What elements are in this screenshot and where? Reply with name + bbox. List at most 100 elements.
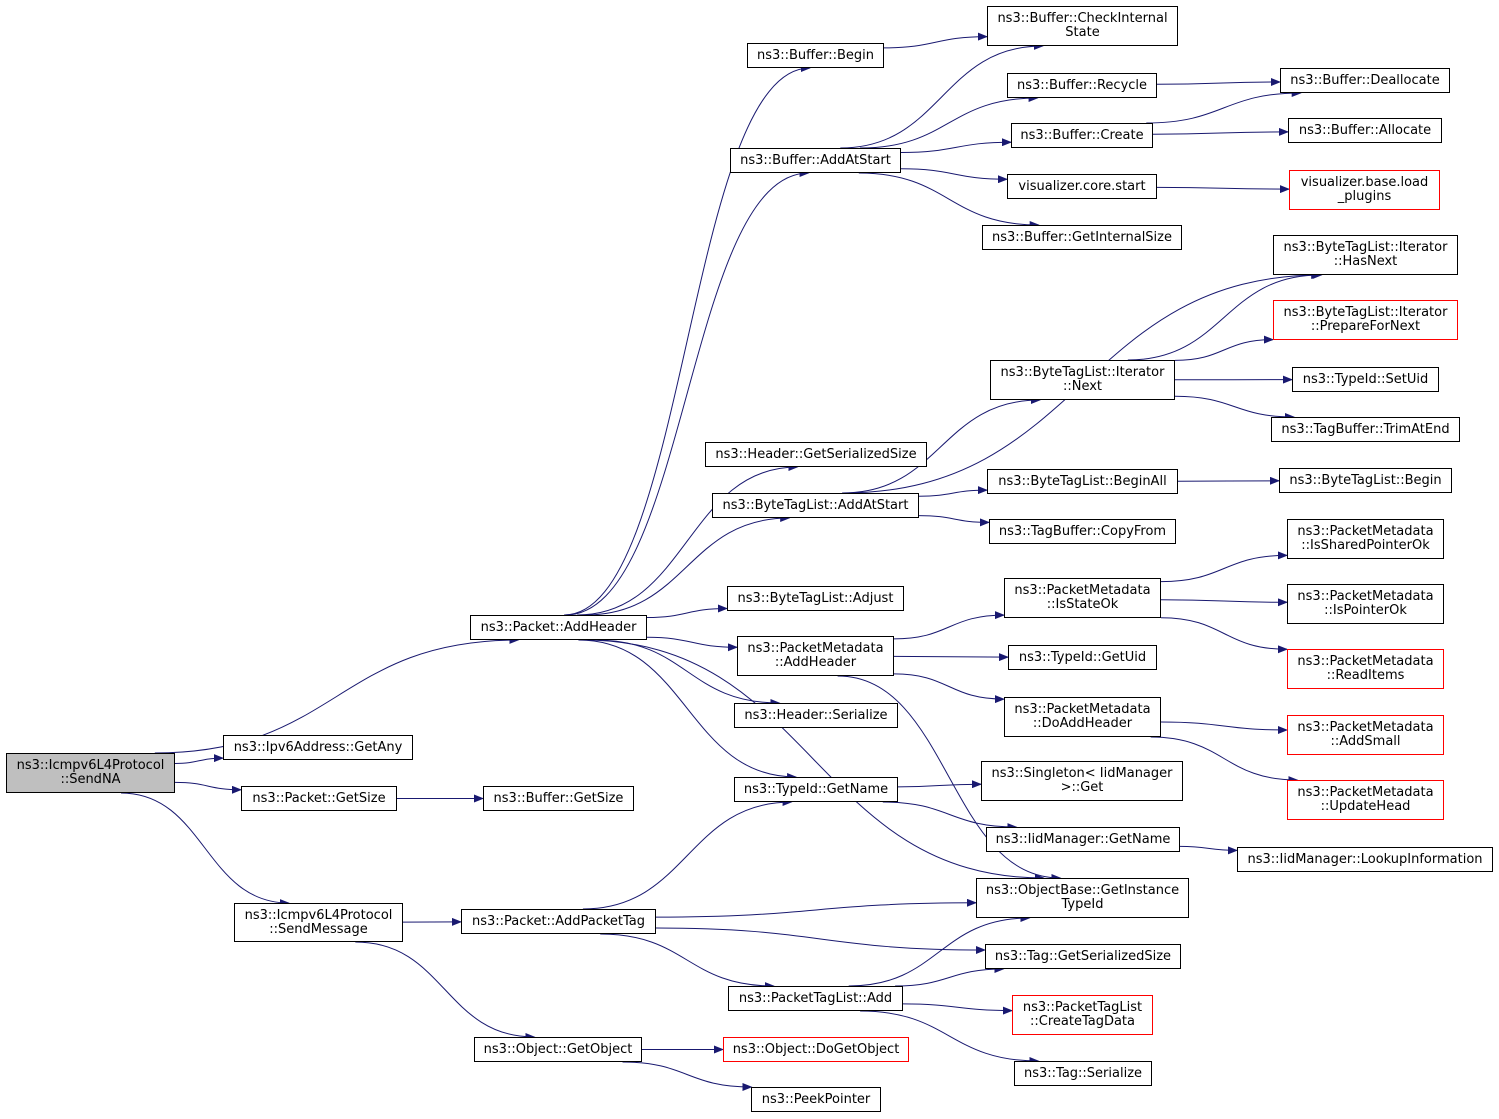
node-label-line: ns3::Singleton< IidManager xyxy=(991,766,1173,781)
node-buffer-allocate[interactable]: ns3::Buffer::Allocate xyxy=(1288,118,1442,143)
node-packettaglist-create-tag-data[interactable]: ns3::PacketTagList::CreateTagData xyxy=(1012,995,1153,1035)
edge-add-header-to-bytetaglist-adjust xyxy=(646,604,728,618)
node-label-line: ns3::PacketMetadata xyxy=(1297,524,1434,539)
edge-visualizer-core-start-to-visualizer-base-load-plugins xyxy=(1156,185,1290,194)
edge-add-packet-tag-to-tag-get-serialized-size xyxy=(655,927,986,954)
edge-root-to-add-header xyxy=(154,636,520,754)
edge-buffer-add-at-start-to-buffer-create xyxy=(900,138,1012,153)
node-pm-add-small[interactable]: ns3::PacketMetadata::AddSmall xyxy=(1287,715,1444,755)
node-label-line: ns3::Buffer::Create xyxy=(1020,127,1144,143)
node-label-line: ::AddSmall xyxy=(1330,734,1401,749)
node-pm-read-items[interactable]: ns3::PacketMetadata::ReadItems xyxy=(1287,649,1444,689)
node-label-line: ns3::Buffer::GetSize xyxy=(493,790,624,806)
node-header-serialize[interactable]: ns3::Header::Serialize xyxy=(734,703,898,728)
node-buffer-begin[interactable]: ns3::Buffer::Begin xyxy=(747,43,884,68)
edge-bytetaglist-iterator-next-to-bytetaglist-iterator-has-next xyxy=(1127,271,1322,361)
node-add-packet-tag[interactable]: ns3::Packet::AddPacketTag xyxy=(461,909,656,934)
node-add-header[interactable]: ns3::Packet::AddHeader xyxy=(470,615,647,640)
node-buffer-get-size[interactable]: ns3::Buffer::GetSize xyxy=(483,786,634,811)
node-typeid-get-uid[interactable]: ns3::TypeId::GetUid xyxy=(1008,645,1157,670)
edge-buffer-begin-to-buffer-check-internal-state xyxy=(883,32,988,49)
edge-typeid-get-name-to-iidmanager-get-name xyxy=(882,801,1018,831)
node-tagbuffer-copy-from[interactable]: ns3::TagBuffer::CopyFrom xyxy=(989,519,1176,544)
node-bytetaglist-begin[interactable]: ns3::ByteTagList::Begin xyxy=(1279,468,1452,493)
edge-pm-is-state-ok-to-pm-is-shared-pointer-ok xyxy=(1160,551,1288,583)
node-typeid-set-uid[interactable]: ns3::TypeId::SetUid xyxy=(1292,367,1439,392)
node-bytetaglist-adjust[interactable]: ns3::ByteTagList::Adjust xyxy=(727,586,904,611)
edge-add-header-to-objectbase-get-instance-typeid xyxy=(582,639,1045,882)
edge-pm-do-add-header-to-pm-update-head xyxy=(1150,736,1299,784)
node-typeid-get-name[interactable]: ns3::TypeId::GetName xyxy=(734,777,898,802)
node-send-message[interactable]: ns3::Icmpv6L4Protocol::SendMessage xyxy=(234,903,403,942)
node-label-line: ns3::Header::GetSerializedSize xyxy=(715,446,917,462)
edge-bytetaglist-add-at-start-to-bytetaglist-iterator-next xyxy=(842,396,1041,494)
node-pm-is-state-ok[interactable]: ns3::PacketMetadata::IsStateOk xyxy=(1004,578,1161,618)
node-pm-add-header[interactable]: ns3::PacketMetadata::AddHeader xyxy=(737,636,894,676)
node-buffer-recycle[interactable]: ns3::Buffer::Recycle xyxy=(1007,73,1157,98)
node-label-line: State xyxy=(1065,25,1100,40)
node-bytetaglist-begin-all[interactable]: ns3::ByteTagList::BeginAll xyxy=(987,469,1178,494)
node-label-line: ::SendNA xyxy=(60,772,121,787)
edge-iidmanager-get-name-to-iidmanager-lookup-information xyxy=(1179,845,1238,855)
node-buffer-create[interactable]: ns3::Buffer::Create xyxy=(1011,123,1153,148)
node-label-line: ns3::PacketMetadata xyxy=(1297,654,1434,669)
node-bytetaglist-iterator-next[interactable]: ns3::ByteTagList::Iterator::Next xyxy=(990,360,1175,400)
node-tagbuffer-trim-at-end[interactable]: ns3::TagBuffer::TrimAtEnd xyxy=(1271,417,1460,442)
node-get-object[interactable]: ns3::Object::GetObject xyxy=(474,1037,642,1062)
node-label-line: ns3::Buffer::Begin xyxy=(756,47,875,63)
node-peek-pointer[interactable]: ns3::PeekPointer xyxy=(751,1087,881,1112)
node-iidmanager-lookup-information[interactable]: ns3::IidManager::LookupInformation xyxy=(1237,847,1493,872)
node-bytetaglist-iterator-prepare-for-next[interactable]: ns3::ByteTagList::Iterator::PrepareForNe… xyxy=(1273,300,1458,340)
edge-root-to-packet-get-size xyxy=(174,781,242,794)
node-label-line: ns3::Buffer::Deallocate xyxy=(1290,72,1440,88)
edge-add-header-to-buffer-add-at-start xyxy=(565,169,810,616)
node-bytetaglist-add-at-start[interactable]: ns3::ByteTagList::AddAtStart xyxy=(712,493,919,518)
node-packettaglist-add[interactable]: ns3::PacketTagList::Add xyxy=(728,986,903,1011)
node-label-line: ns3::PacketMetadata xyxy=(1297,720,1434,735)
node-label-line: ns3::TagBuffer::CopyFrom xyxy=(998,523,1167,539)
edge-buffer-add-at-start-to-buffer-recycle xyxy=(859,94,1039,149)
node-buffer-add-at-start[interactable]: ns3::Buffer::AddAtStart xyxy=(730,148,901,173)
node-label-line: ns3::Buffer::CheckInternal xyxy=(997,11,1168,26)
edge-pm-do-add-header-to-pm-add-small xyxy=(1160,721,1288,734)
node-label-line: ns3::PacketMetadata xyxy=(1014,702,1151,717)
node-buffer-get-internal-size[interactable]: ns3::Buffer::GetInternalSize xyxy=(982,225,1182,250)
node-pm-is-pointer-ok[interactable]: ns3::PacketMetadata::IsPointerOk xyxy=(1287,584,1444,624)
node-label-line: ns3::PacketMetadata xyxy=(1297,589,1434,604)
node-header-get-serialized-size[interactable]: ns3::Header::GetSerializedSize xyxy=(705,442,927,467)
node-visualizer-core-start[interactable]: visualizer.core.start xyxy=(1007,174,1157,199)
node-singleton-iidmanager-get[interactable]: ns3::Singleton< IidManager>::Get xyxy=(981,761,1183,801)
node-object-do-get-object[interactable]: ns3::Object::DoGetObject xyxy=(723,1037,909,1062)
node-label-line: ns3::ByteTagList::Begin xyxy=(1289,472,1442,488)
node-packet-get-size[interactable]: ns3::Packet::GetSize xyxy=(241,786,397,811)
node-label-line: ns3::Object::DoGetObject xyxy=(732,1041,900,1057)
node-label-line: >::Get xyxy=(1060,780,1104,795)
node-label-line: ns3::TagBuffer::TrimAtEnd xyxy=(1281,421,1450,437)
node-pm-do-add-header[interactable]: ns3::PacketMetadata::DoAddHeader xyxy=(1004,697,1161,737)
node-label-line: ns3::ByteTagList::Iterator xyxy=(1283,305,1448,320)
node-tag-get-serialized-size[interactable]: ns3::Tag::GetSerializedSize xyxy=(985,944,1181,969)
edge-buffer-add-at-start-to-buffer-get-internal-size xyxy=(858,172,1040,229)
node-tag-serialize[interactable]: ns3::Tag::Serialize xyxy=(1014,1061,1152,1086)
node-pm-update-head[interactable]: ns3::PacketMetadata::UpdateHead xyxy=(1287,780,1444,820)
edge-pm-is-state-ok-to-pm-is-pointer-ok xyxy=(1160,598,1288,607)
node-ipv6-get-any[interactable]: ns3::Ipv6Address::GetAny xyxy=(223,735,413,760)
edge-packettaglist-add-to-tag-get-serialized-size xyxy=(895,965,1005,987)
edge-packettaglist-add-to-objectbase-get-instance-typeid xyxy=(848,914,1031,987)
node-visualizer-base-load-plugins[interactable]: visualizer.base.load_plugins xyxy=(1289,170,1440,210)
node-iidmanager-get-name[interactable]: ns3::IidManager::GetName xyxy=(986,827,1180,852)
node-label-line: ::ReadItems xyxy=(1326,668,1405,683)
node-label-line: ns3::Packet::AddPacketTag xyxy=(471,913,646,929)
node-buffer-deallocate[interactable]: ns3::Buffer::Deallocate xyxy=(1280,68,1450,93)
node-label-line: ::Next xyxy=(1062,379,1103,394)
node-pm-is-shared-pointer-ok[interactable]: ns3::PacketMetadata::IsSharedPointerOk xyxy=(1287,519,1444,559)
node-label-line: ns3::Buffer::GetInternalSize xyxy=(992,229,1172,245)
edge-packettaglist-add-to-packettaglist-create-tag-data xyxy=(902,1003,1013,1015)
edge-add-header-to-pm-add-header xyxy=(646,636,738,652)
edge-bytetaglist-add-at-start-to-bytetaglist-begin-all xyxy=(918,486,988,497)
node-label-line: ns3::Header::Serialize xyxy=(744,707,888,723)
node-bytetaglist-iterator-has-next[interactable]: ns3::ByteTagList::Iterator::HasNext xyxy=(1273,235,1458,275)
